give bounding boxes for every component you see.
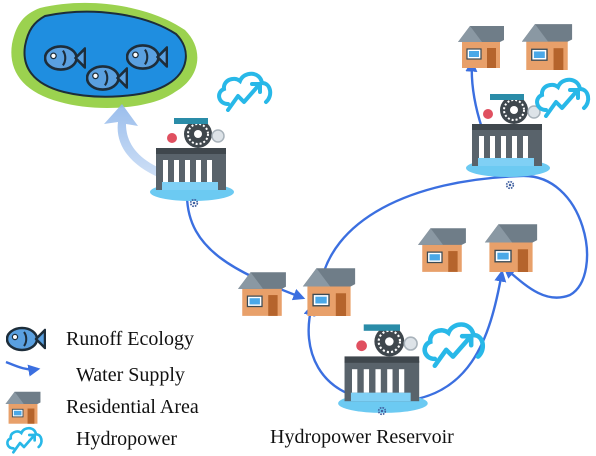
gear-icon — [505, 180, 515, 190]
legend-label-hydropower: Hydropower — [76, 428, 178, 450]
house-icon — [417, 227, 467, 272]
legend-label-water-supply: Water Supply — [76, 364, 185, 386]
legend-fish-icon — [6, 326, 46, 352]
cloud-bolt-icon — [217, 71, 273, 112]
ecology-flow-arrow — [104, 104, 164, 178]
dam-icon — [149, 117, 235, 202]
house-icon — [302, 267, 356, 316]
house-icon — [484, 223, 538, 272]
house-icon — [457, 25, 505, 68]
house-icon — [237, 271, 287, 316]
pond — [11, 2, 198, 108]
caption-hydropower-reservoir: Hydropower Reservoir — [270, 426, 454, 448]
legend-label-residential-area: Residential Area — [66, 396, 199, 418]
legend-label-runoff-ecology: Runoff Ecology — [66, 328, 194, 350]
cloud-bolt-icon — [535, 77, 591, 118]
legend-arrow-icon — [5, 360, 41, 377]
house-icon — [521, 23, 573, 70]
dam-icon — [337, 323, 429, 414]
legend-cloud-bolt-icon — [6, 426, 43, 454]
legend-house-icon — [5, 391, 41, 424]
